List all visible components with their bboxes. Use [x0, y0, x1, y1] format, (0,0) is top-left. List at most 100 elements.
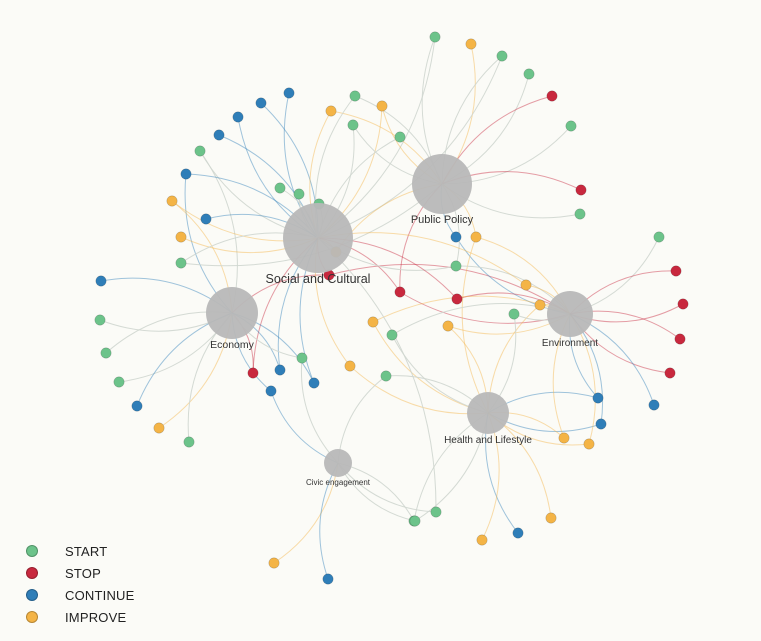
- node-improve[interactable]: [520, 279, 532, 291]
- edge: [273, 462, 339, 564]
- node-continue[interactable]: [450, 231, 462, 243]
- legend-swatch-continue: [26, 589, 38, 601]
- node-start[interactable]: [175, 257, 187, 269]
- node-start[interactable]: [430, 506, 442, 518]
- hub-label-social: Social and Cultural: [266, 272, 371, 286]
- node-stop[interactable]: [546, 90, 558, 102]
- node-stop[interactable]: [451, 293, 463, 305]
- hub-environment[interactable]: [547, 291, 593, 337]
- node-continue[interactable]: [308, 377, 320, 389]
- legend-label-continue: CONTINUE: [65, 587, 135, 603]
- edge: [337, 375, 387, 464]
- node-start[interactable]: [94, 314, 106, 326]
- node-improve[interactable]: [583, 438, 595, 450]
- node-continue[interactable]: [595, 418, 607, 430]
- legend: START STOP CONTINUE IMPROVE: [24, 540, 135, 628]
- node-improve[interactable]: [367, 316, 379, 328]
- edge: [337, 462, 416, 522]
- edge: [317, 237, 437, 513]
- node-start[interactable]: [296, 352, 308, 364]
- node-start[interactable]: [293, 188, 305, 200]
- node-improve[interactable]: [344, 360, 356, 372]
- node-start[interactable]: [100, 347, 112, 359]
- node-start[interactable]: [653, 231, 665, 243]
- node-continue[interactable]: [274, 364, 286, 376]
- node-continue[interactable]: [213, 129, 225, 141]
- node-stop[interactable]: [575, 184, 587, 196]
- node-start[interactable]: [347, 119, 359, 131]
- hub-health[interactable]: [467, 392, 509, 434]
- node-continue[interactable]: [180, 168, 192, 180]
- node-improve[interactable]: [166, 195, 178, 207]
- node-continue[interactable]: [648, 399, 660, 411]
- node-stop[interactable]: [674, 333, 686, 345]
- node-continue[interactable]: [255, 97, 267, 109]
- legend-swatch-improve: [26, 611, 38, 623]
- node-improve[interactable]: [153, 422, 165, 434]
- node-start[interactable]: [574, 208, 586, 220]
- node-start[interactable]: [508, 308, 520, 320]
- node-continue[interactable]: [265, 385, 277, 397]
- legend-swatch-start: [26, 545, 38, 557]
- node-stop[interactable]: [394, 286, 406, 298]
- hub-civic[interactable]: [324, 449, 352, 477]
- node-continue[interactable]: [322, 573, 334, 585]
- hub-social[interactable]: [283, 203, 353, 273]
- node-improve[interactable]: [325, 105, 337, 117]
- node-start[interactable]: [523, 68, 535, 80]
- node-improve[interactable]: [175, 231, 187, 243]
- node-continue[interactable]: [232, 111, 244, 123]
- node-start[interactable]: [113, 376, 125, 388]
- node-start[interactable]: [496, 50, 508, 62]
- node-stop[interactable]: [247, 367, 259, 379]
- legend-item-continue: CONTINUE: [24, 584, 135, 606]
- node-continue[interactable]: [512, 527, 524, 539]
- nodes-layer: [94, 31, 689, 585]
- hub-label-health: Health and Lifestyle: [444, 435, 532, 446]
- hub-policy[interactable]: [412, 154, 472, 214]
- node-start[interactable]: [450, 260, 462, 272]
- node-improve[interactable]: [442, 320, 454, 332]
- legend-item-stop: STOP: [24, 562, 135, 584]
- node-start[interactable]: [194, 145, 206, 157]
- legend-label-start: START: [65, 543, 108, 559]
- node-start[interactable]: [349, 90, 361, 102]
- node-continue[interactable]: [95, 275, 107, 287]
- node-start[interactable]: [274, 182, 286, 194]
- node-start[interactable]: [429, 31, 441, 43]
- node-start[interactable]: [386, 329, 398, 341]
- hub-label-economy: Economy: [210, 339, 255, 351]
- hub-economy[interactable]: [206, 287, 258, 339]
- hub-label-policy: Public Policy: [411, 214, 474, 226]
- node-continue[interactable]: [131, 400, 143, 412]
- hub-label-environment: Environment: [542, 338, 598, 349]
- node-improve[interactable]: [534, 299, 546, 311]
- node-improve[interactable]: [268, 557, 280, 569]
- node-continue[interactable]: [283, 87, 295, 99]
- node-continue[interactable]: [200, 213, 212, 225]
- node-improve[interactable]: [545, 512, 557, 524]
- node-start[interactable]: [409, 515, 421, 527]
- node-start[interactable]: [380, 370, 392, 382]
- node-improve[interactable]: [476, 534, 488, 546]
- node-start[interactable]: [394, 131, 406, 143]
- node-stop[interactable]: [664, 367, 676, 379]
- edge: [337, 462, 415, 522]
- hub-label-civic: Civic engagement: [306, 478, 371, 487]
- legend-item-improve: IMPROVE: [24, 606, 135, 628]
- node-start[interactable]: [565, 120, 577, 132]
- node-stop[interactable]: [677, 298, 689, 310]
- node-improve[interactable]: [376, 100, 388, 112]
- node-continue[interactable]: [592, 392, 604, 404]
- edge: [300, 357, 339, 464]
- edge: [372, 295, 571, 323]
- node-stop[interactable]: [670, 265, 682, 277]
- node-improve[interactable]: [465, 38, 477, 50]
- legend-swatch-stop: [26, 567, 38, 579]
- node-improve[interactable]: [558, 432, 570, 444]
- node-start[interactable]: [183, 436, 195, 448]
- node-improve[interactable]: [470, 231, 482, 243]
